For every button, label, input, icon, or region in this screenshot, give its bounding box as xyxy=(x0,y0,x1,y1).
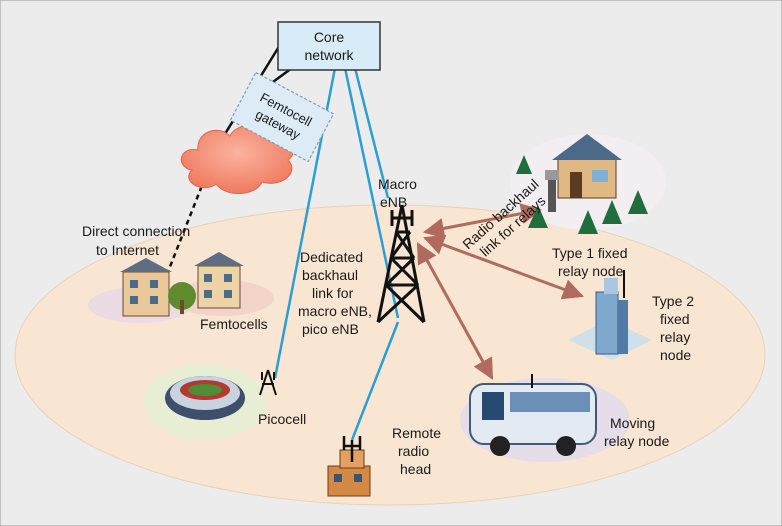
picocell-label: Picocell xyxy=(258,411,306,427)
moving-relay-label-line1: Moving xyxy=(610,415,655,431)
macro-enb-label-line1: Macro xyxy=(378,176,417,192)
rrh-antenna-icon xyxy=(342,436,362,462)
type1-relay-label-line1: Type 1 fixed xyxy=(552,245,628,261)
dedicated-backhaul-label-line1: Dedicated xyxy=(300,249,363,265)
femtocell-building-left xyxy=(120,258,172,317)
core-label-line2: network xyxy=(304,47,354,63)
macro-enb-label-line2: eNB xyxy=(380,194,407,210)
type1-relay-label-line2: relay node xyxy=(558,263,624,279)
core-label-line1: Core xyxy=(314,29,345,45)
type2-relay-label-line1: Type 2 xyxy=(652,293,694,309)
type2-relay-label-line3: relay xyxy=(660,329,690,345)
backhaul-line-rrh xyxy=(350,321,400,441)
backhaul-line-macro-b xyxy=(353,67,390,199)
stadium-icon xyxy=(165,376,245,420)
macro-enb-tower xyxy=(376,204,426,324)
type2-relay-building xyxy=(568,270,652,360)
dedicated-backhaul-label-line4: macro eNB, xyxy=(298,303,372,319)
femtocells-label: Femtocells xyxy=(200,316,268,332)
tree-icon xyxy=(168,282,196,314)
type2-relay-label-line2: fixed xyxy=(660,311,690,327)
rrh-label-line1: Remote xyxy=(392,425,441,441)
dedicated-backhaul-label-line2: backhaul xyxy=(302,267,358,283)
dedicated-backhaul-label-line5: pico eNB xyxy=(302,321,359,337)
bus-icon xyxy=(469,374,597,456)
moving-relay-label-line2: relay node xyxy=(604,433,670,449)
internet-cloud xyxy=(181,125,295,194)
type1-relay-house xyxy=(545,134,622,212)
direct-connection-label: Direct connection xyxy=(82,223,190,239)
femtocell-building-right xyxy=(194,252,244,309)
type2-relay-label-line4: node xyxy=(660,347,691,363)
core-network: Core network xyxy=(277,21,381,71)
dedicated-backhaul-label-line3: link for xyxy=(312,285,354,301)
backhaul-line-macro-a xyxy=(343,67,400,319)
tree-icon xyxy=(516,155,648,234)
rrh-label-line2: radio xyxy=(398,443,429,459)
direct-connection-label-2: to Internet xyxy=(96,242,159,258)
pico-antenna-icon xyxy=(259,369,277,396)
radio-backhaul-arrows xyxy=(416,203,584,380)
rrh-label-line3: head xyxy=(400,461,431,477)
